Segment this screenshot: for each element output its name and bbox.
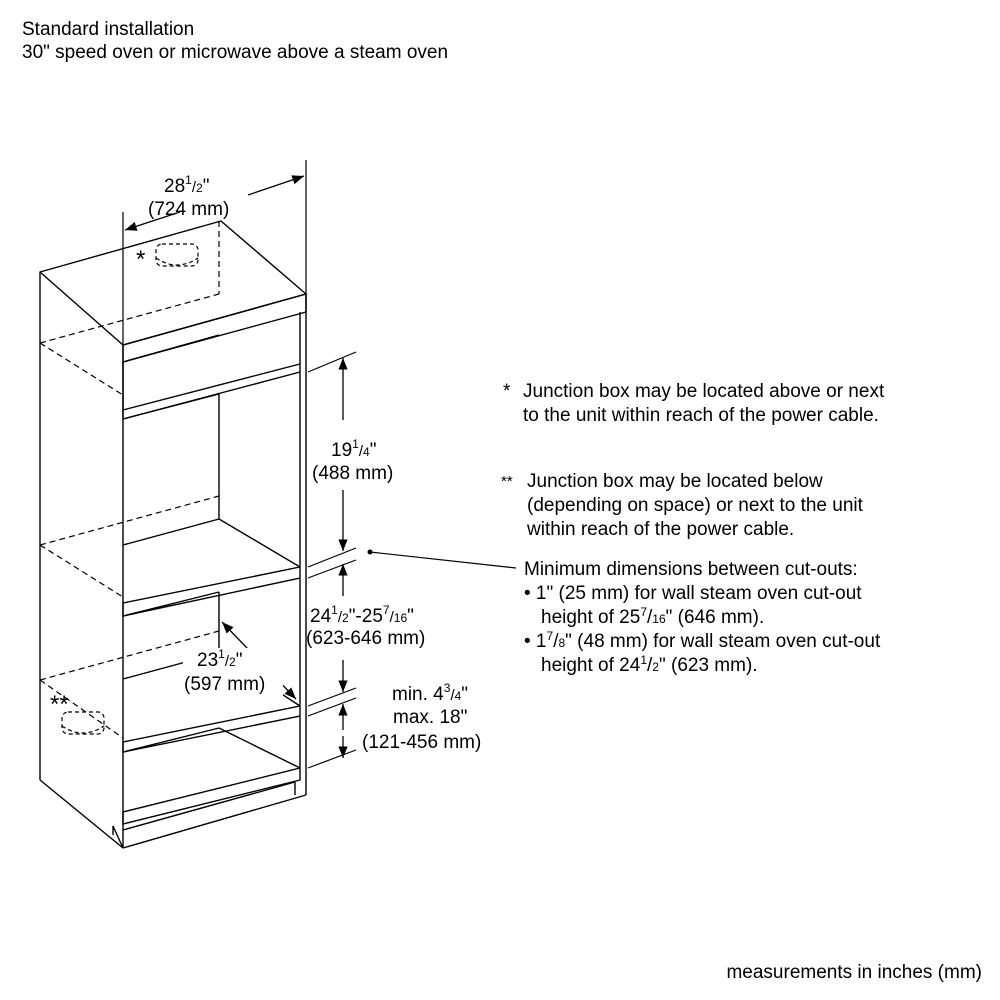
cabinet-frame — [122, 293, 307, 825]
cabinet-hidden-lines — [39, 221, 220, 739]
width-den: 2 — [196, 181, 203, 195]
page-title: Standard installation — [22, 19, 195, 40]
junction-marker-double: ** — [50, 691, 69, 718]
note2-line1: Junction box may be located below — [527, 471, 823, 492]
junction-box-top-icon — [155, 243, 199, 267]
depth-label: 231/2" — [197, 647, 242, 671]
junction-marker-single: * — [136, 246, 145, 273]
width-whole: 28 — [164, 176, 185, 197]
note-min-dimensions: Minimum dimensions between cut-outs: • 1… — [524, 558, 880, 678]
cutout-height-dimension: 241/2"-257/16" (623-646 mm) — [306, 559, 425, 707]
cutout-height-label: 241/2"-257/16" — [310, 603, 414, 627]
note2-marker: ** — [501, 473, 513, 490]
note2-line2: (depending on space) or next to the unit — [527, 495, 863, 516]
diagram-header: Standard installation 30" speed oven or … — [22, 18, 448, 64]
bottom-gap-line2: max. 18" — [393, 707, 467, 728]
note1-line2: to the unit within reach of the power ca… — [523, 405, 879, 426]
cabinet-left-bottom-edge — [39, 779, 124, 849]
upper-height-dimension: 191/4" (488 mm) — [307, 351, 393, 568]
note-junction-below: ** Junction box may be located below (de… — [501, 470, 863, 542]
cutout-height-metric: (623-646 mm) — [306, 628, 425, 649]
min-dims-leader — [367, 549, 517, 569]
note1-marker: * — [503, 381, 511, 402]
junction-box-bottom-icon — [61, 711, 105, 735]
width-num: 1 — [185, 173, 192, 187]
bottom-gap-metric: (121-456 mm) — [362, 732, 481, 753]
cabinet-top — [39, 220, 307, 346]
min-dims-item2-line1: • 17/8" (48 mm) for wall steam oven cut-… — [524, 629, 881, 652]
depth-dimension: 231/2" (597 mm) — [183, 621, 297, 700]
bottom-gap-dimension: min. 43/4" max. 18" (121-456 mm) — [307, 681, 481, 769]
bottom-gap-line1: min. 43/4" — [392, 681, 468, 705]
upper-height-label: 191/4" — [331, 437, 376, 461]
min-dims-item1-line1: • 1" (25 mm) for wall steam oven cut-out — [524, 583, 862, 604]
units-footnote: measurements in inches (mm) — [726, 962, 982, 983]
min-dims-item2-line2: height of 241/2" (623 mm). — [541, 653, 758, 676]
note2-line3: within reach of the power cable. — [527, 519, 795, 540]
upper-height-metric: (488 mm) — [312, 463, 393, 484]
depth-metric: (597 mm) — [184, 674, 265, 695]
min-dims-item1-line2: height of 257/16" (646 mm). — [541, 605, 765, 628]
note1-line1: Junction box may be located above or nex… — [523, 381, 885, 402]
width-dimension: 281/2" (724 mm) — [122, 160, 307, 345]
page-subtitle: 30" speed oven or microwave above a stea… — [22, 42, 449, 63]
width-metric: (724 mm) — [148, 199, 229, 220]
note-junction-above: * Junction box may be located above or n… — [503, 380, 884, 428]
min-dims-heading: Minimum dimensions between cut-outs: — [524, 559, 858, 580]
width-label: 281/2" — [164, 173, 209, 197]
